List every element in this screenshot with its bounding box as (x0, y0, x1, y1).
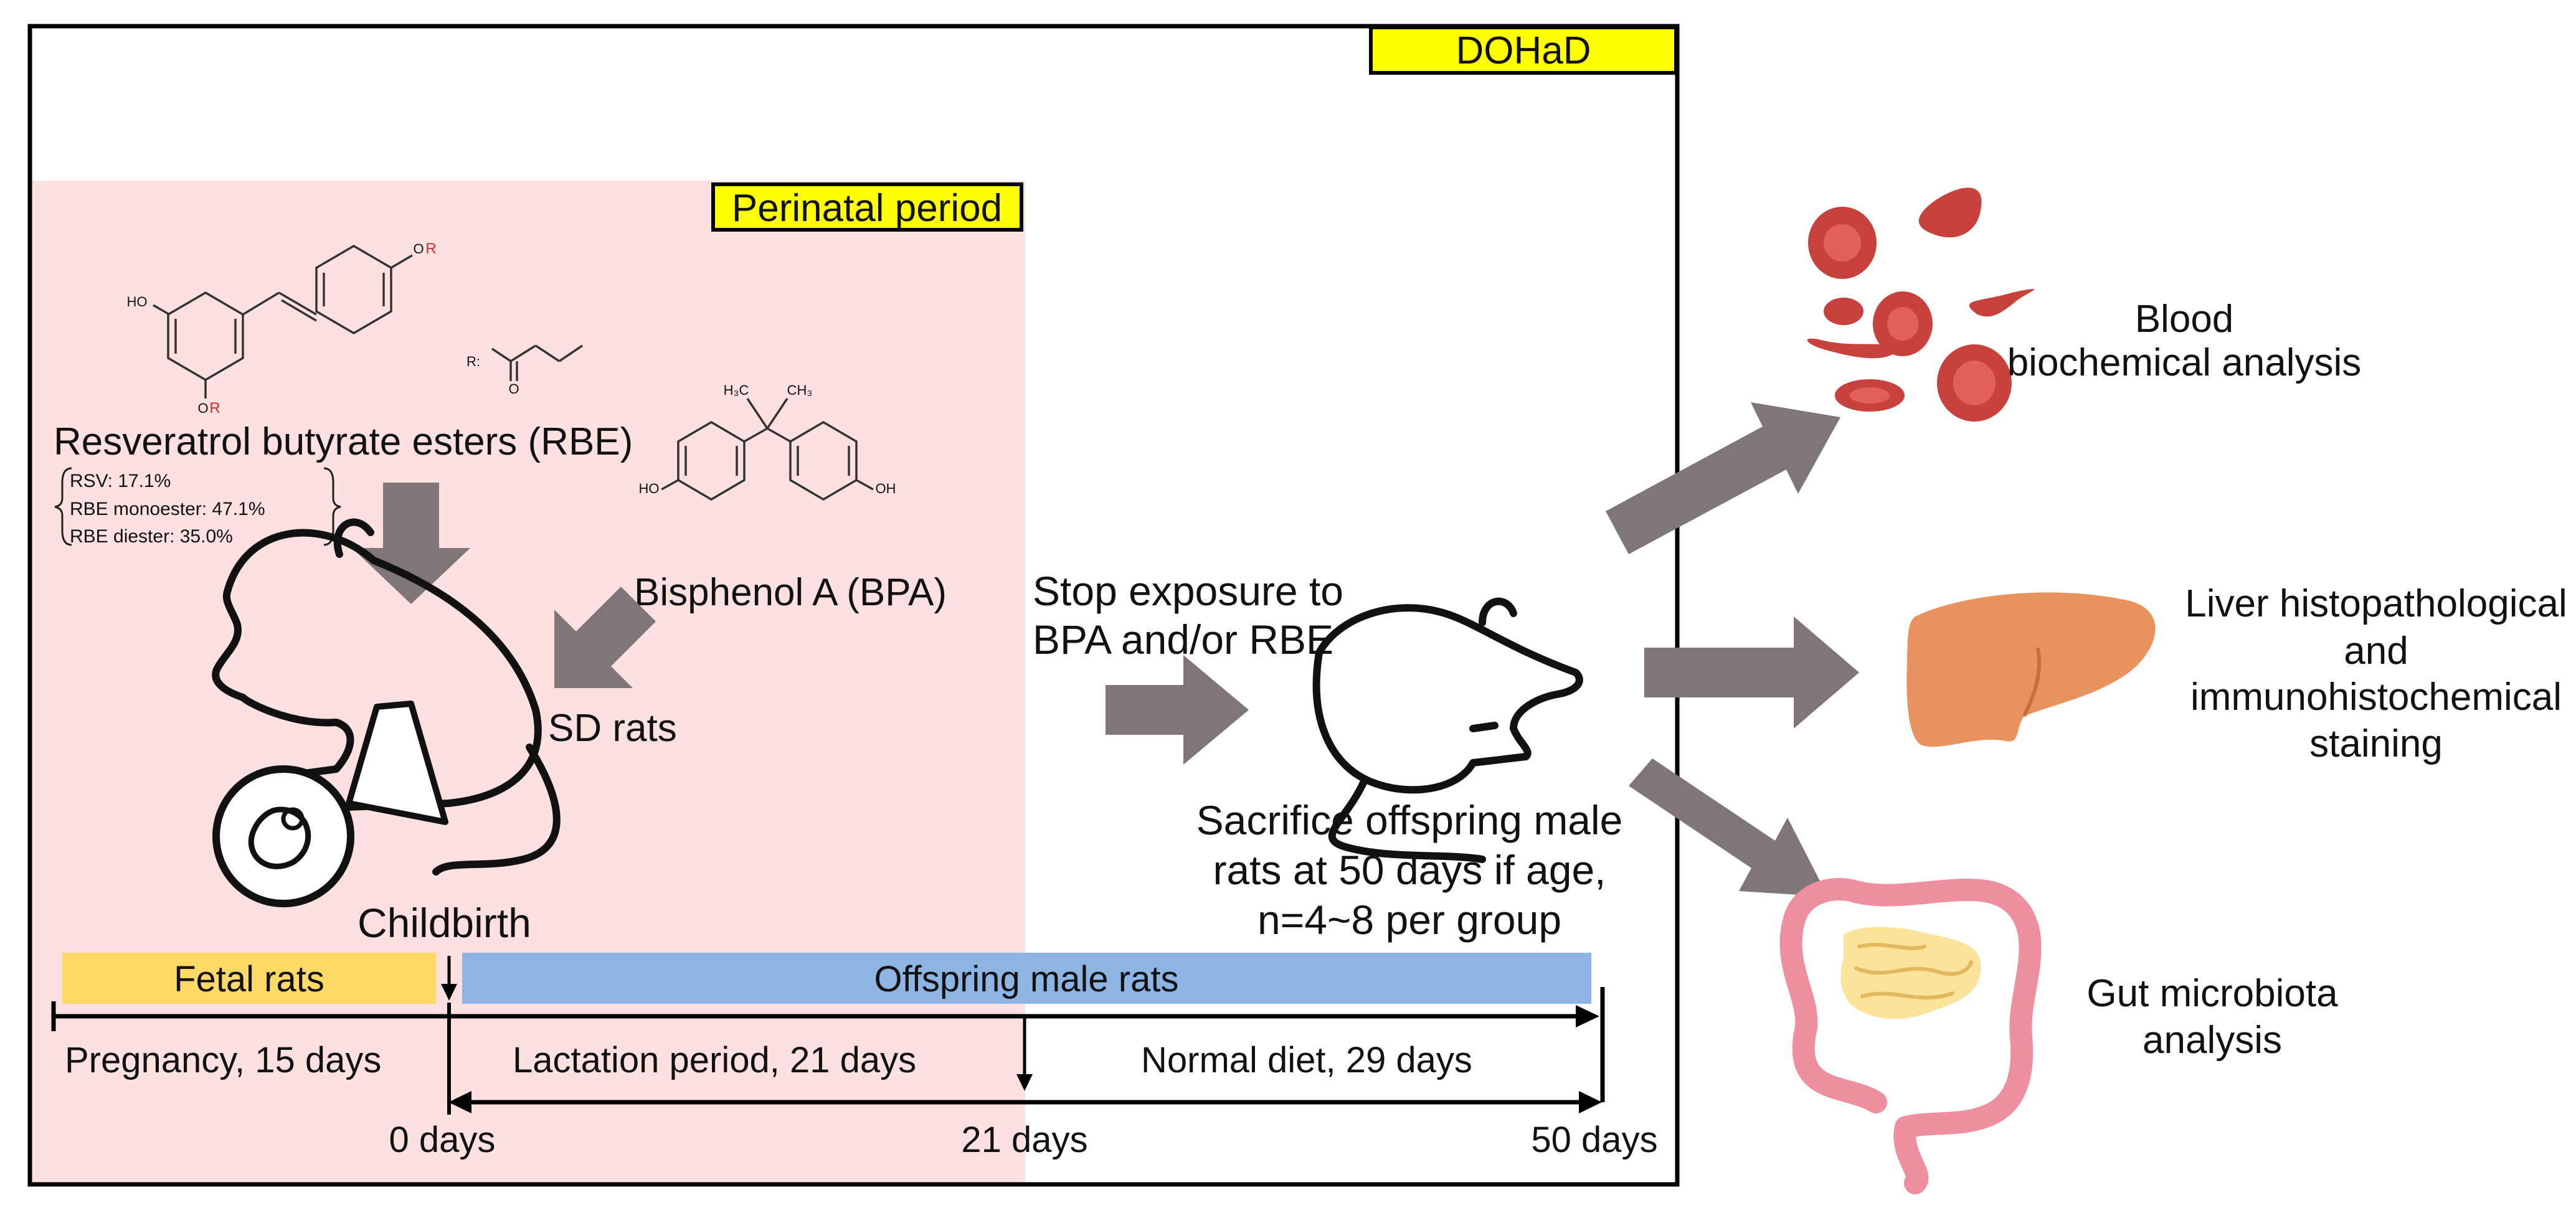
day-21-marker-arrow (1016, 1016, 1033, 1091)
bisphenol-a-structure (661, 398, 874, 501)
blood-analysis-line1: Blood (2135, 298, 2234, 341)
fetal-rats-bar (62, 953, 436, 1004)
rbe-title: Resveratrol butyrate esters (RBE) (54, 420, 633, 463)
offspring-male-rats-bar (462, 953, 1591, 1004)
rbe-composition-item: RBE monoester: 47.1% (70, 499, 265, 519)
offspring-rat-icon (1312, 597, 1583, 863)
bpa-h3c-label: H₃C (724, 382, 749, 398)
liver-staining-line3: immunohistochemical (2190, 676, 2562, 719)
rbe-composition-item: RBE diester: 35.0% (70, 526, 233, 547)
carbonyl-o-label: O (508, 381, 519, 397)
liver-icon (1906, 592, 2156, 747)
r-label-top: R (425, 240, 436, 257)
childbirth-marker-arrow (441, 956, 457, 1001)
lactation-label: Lactation period, 21 days (513, 1040, 916, 1080)
sacrifice-line3: n=4~8 per group (1257, 897, 1561, 943)
bpa-oh-label: OH (876, 481, 896, 496)
pregnancy-label: Pregnancy, 15 days (65, 1040, 381, 1080)
resveratrol-ester-structure (153, 244, 583, 399)
bpa-ch3-label: CH₃ (787, 382, 813, 398)
arrow-to-liver-staining (1644, 616, 1859, 729)
o-label-top: O (413, 241, 424, 257)
normal-diet-label: Normal diet, 29 days (1141, 1040, 1472, 1080)
arrow-to-gut-microbiota (1629, 758, 1828, 897)
dohad-frame (27, 24, 1680, 1187)
dohad-badge: DOHaD (1369, 26, 1678, 75)
day-21-label: 21 days (961, 1120, 1087, 1160)
liver-staining-line2: and (2344, 630, 2408, 673)
offspring-male-rats-label: Offspring male rats (874, 959, 1179, 999)
r-label-bottom: R (209, 400, 220, 417)
rbe-composition: RSV: 17.1% RBE monoester: 47.1% RBE dies… (54, 467, 341, 547)
liver-staining-line4: staining (2309, 722, 2443, 765)
o-label-bottom: O (197, 400, 208, 416)
stop-exposure-line2: BPA and/or RBE (1033, 616, 1333, 663)
sacrifice-line1: Sacrifice offspring male (1196, 797, 1623, 843)
liver-staining-line1: Liver histopathological (2185, 582, 2567, 625)
day-0-label: 0 days (389, 1120, 496, 1160)
arrow-to-blood-analysis (1606, 402, 1840, 554)
childbirth-label: Childbirth (358, 900, 531, 946)
bpa-ho-label: HO (639, 481, 660, 496)
sacrifice-line2: rats at 50 days if age, (1213, 847, 1606, 893)
r-group-label: R: (466, 354, 480, 369)
fetal-rats-label: Fetal rats (174, 959, 324, 999)
perinatal-badge: Perinatal period (711, 182, 1023, 232)
rbe-to-rat-arrow (352, 483, 470, 604)
blood-analysis-line2: biochemical analysis (2007, 341, 2362, 384)
rbe-composition-item: RSV: 17.1% (70, 471, 171, 491)
bpa-title: Bisphenol A (BPA) (634, 571, 947, 614)
bpa-to-rat-arrow (554, 587, 660, 688)
offspring-age-timeline-arrow (448, 1091, 1602, 1113)
gestation-timeline-arrow (51, 987, 1605, 1102)
perinatal-label: Perinatal period (732, 187, 1002, 230)
stop-exposure-arrow (1106, 655, 1249, 765)
stop-exposure-line1: Stop exposure to (1033, 568, 1343, 614)
ho-label: HO (127, 294, 148, 309)
gut-microbiota-line2: analysis (2143, 1019, 2282, 1062)
sd-rats-label: SD rats (548, 707, 677, 750)
fetus-callout-icon (212, 701, 448, 907)
gut-icon (1779, 878, 2042, 1194)
day-50-label: 50 days (1531, 1120, 1657, 1160)
red-blood-cells-icon (1807, 187, 2035, 422)
dohad-label: DOHaD (1456, 29, 1591, 72)
gut-microbiota-line1: Gut microbiota (2086, 972, 2338, 1015)
